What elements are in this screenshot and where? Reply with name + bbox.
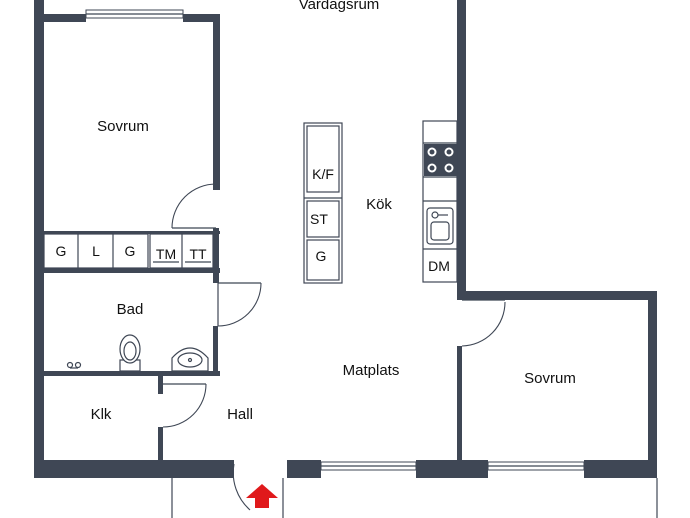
room-label-bad: Bad <box>117 301 144 318</box>
faucet-icon <box>66 361 82 369</box>
wardrobe-label-g2: G <box>125 243 136 259</box>
room-label-klk: Klk <box>91 406 112 423</box>
washing-machine-label: TM <box>156 246 176 262</box>
doors <box>162 183 658 518</box>
windows <box>85 9 585 471</box>
room-label-vardagsrum: Vardagsrum <box>299 0 380 13</box>
wardrobe-row <box>43 233 214 269</box>
room-label-hall: Hall <box>227 406 253 423</box>
walls <box>34 0 657 478</box>
island-g-label: G <box>316 248 327 264</box>
room-label-sovrum-right: Sovrum <box>524 370 576 387</box>
dishwasher-label: DM <box>428 258 450 274</box>
entrance-arrow-icon <box>246 484 278 508</box>
dryer-label: TT <box>189 246 207 262</box>
kitchen-island <box>303 122 343 284</box>
room-label-kok: Kök <box>366 196 392 213</box>
kitchen-sink-icon <box>426 207 454 245</box>
stove-label: ST <box>310 211 328 227</box>
wardrobe-label-g1: G <box>56 243 67 259</box>
fridge-freezer-label: K/F <box>312 166 334 182</box>
room-label-sovrum-left: Sovrum <box>97 118 149 135</box>
toilet-icon <box>119 334 141 372</box>
sink-icon <box>171 347 209 372</box>
wardrobe-label-l: L <box>92 243 100 259</box>
cooktop-icon <box>424 144 457 176</box>
room-label-matplats: Matplats <box>343 362 400 379</box>
